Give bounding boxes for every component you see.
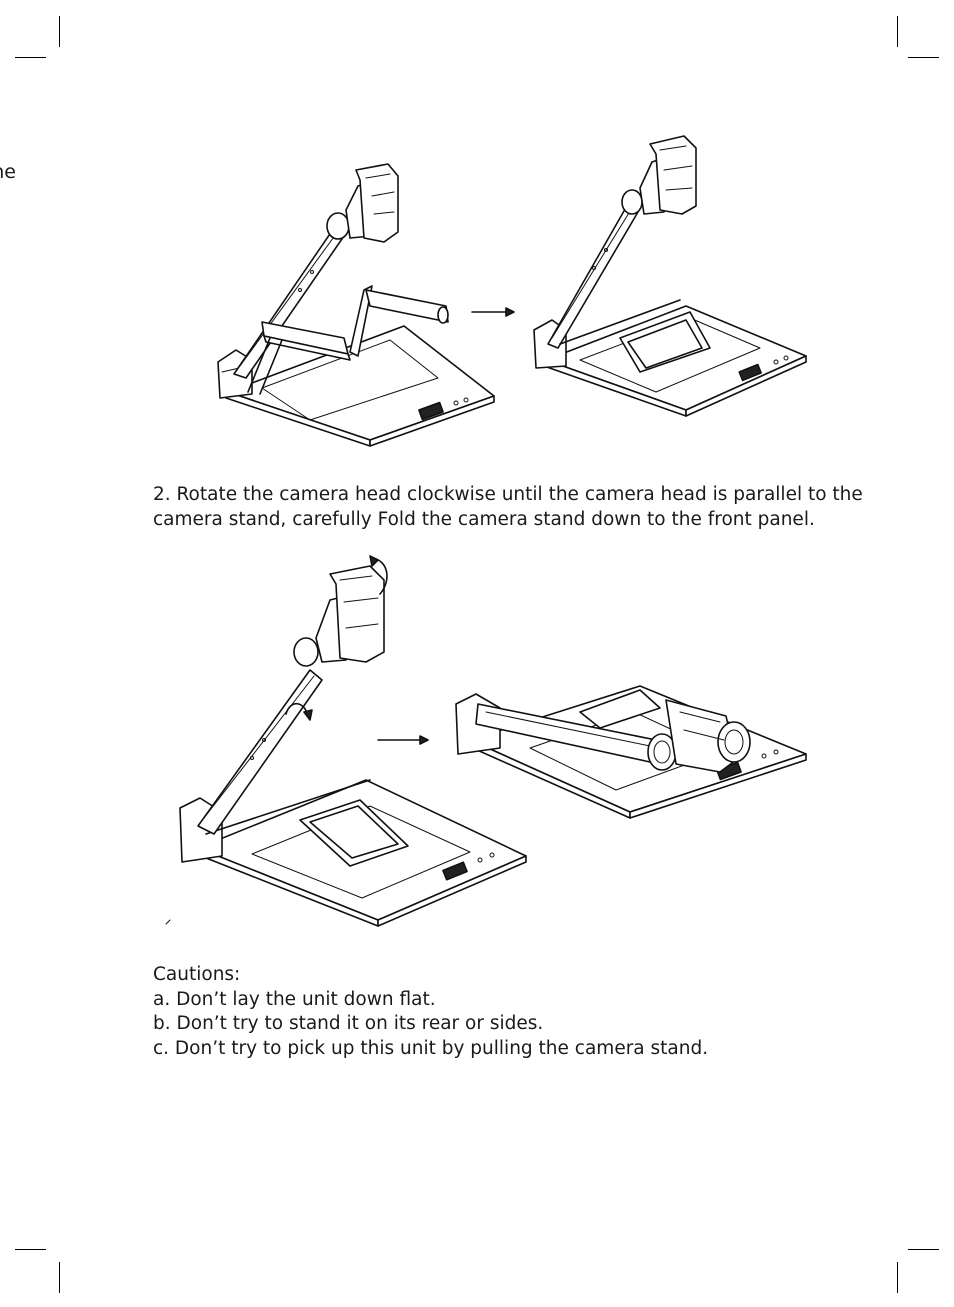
crop-mark-bottom-left-vertical bbox=[59, 1262, 60, 1293]
crop-mark-top-left-vertical bbox=[59, 16, 60, 47]
clipped-margin-text: the bbox=[0, 161, 16, 183]
crop-mark-bottom-right-horizontal bbox=[908, 1249, 939, 1250]
step-2-instruction: 2. Rotate the camera head clockwise unti… bbox=[153, 483, 863, 532]
crop-mark-bottom-right-vertical bbox=[897, 1262, 898, 1293]
cautions-section: Cautions: a. Don’t lay the unit down fla… bbox=[153, 963, 853, 1061]
crop-mark-bottom-left-horizontal bbox=[15, 1249, 46, 1250]
figure-2-unit-folded bbox=[455, 685, 807, 819]
cautions-heading: Cautions: bbox=[153, 964, 241, 985]
caution-item: a. Don’t lay the unit down flat. bbox=[153, 988, 436, 1010]
figure-1-unit-arms-folded bbox=[533, 135, 807, 417]
crop-mark-top-left-horizontal bbox=[15, 57, 46, 58]
caution-item: b. Don’t try to stand it on its rear or … bbox=[153, 1013, 544, 1034]
arrow-right-icon bbox=[471, 307, 515, 317]
step-2-line-2: camera stand, carefully Fold the camera … bbox=[153, 508, 815, 530]
crop-mark-top-right-horizontal bbox=[908, 57, 939, 58]
step-2-line-1: 2. Rotate the camera head clockwise unti… bbox=[153, 484, 863, 505]
figure-1-unit-arms-raised bbox=[217, 163, 495, 447]
caution-item: c. Don’t try to pick up this unit by pul… bbox=[153, 1037, 709, 1059]
crop-mark-top-right-vertical bbox=[897, 16, 898, 47]
arrow-right-icon bbox=[377, 735, 429, 745]
figure-2-unit-rotating-head bbox=[165, 555, 527, 927]
